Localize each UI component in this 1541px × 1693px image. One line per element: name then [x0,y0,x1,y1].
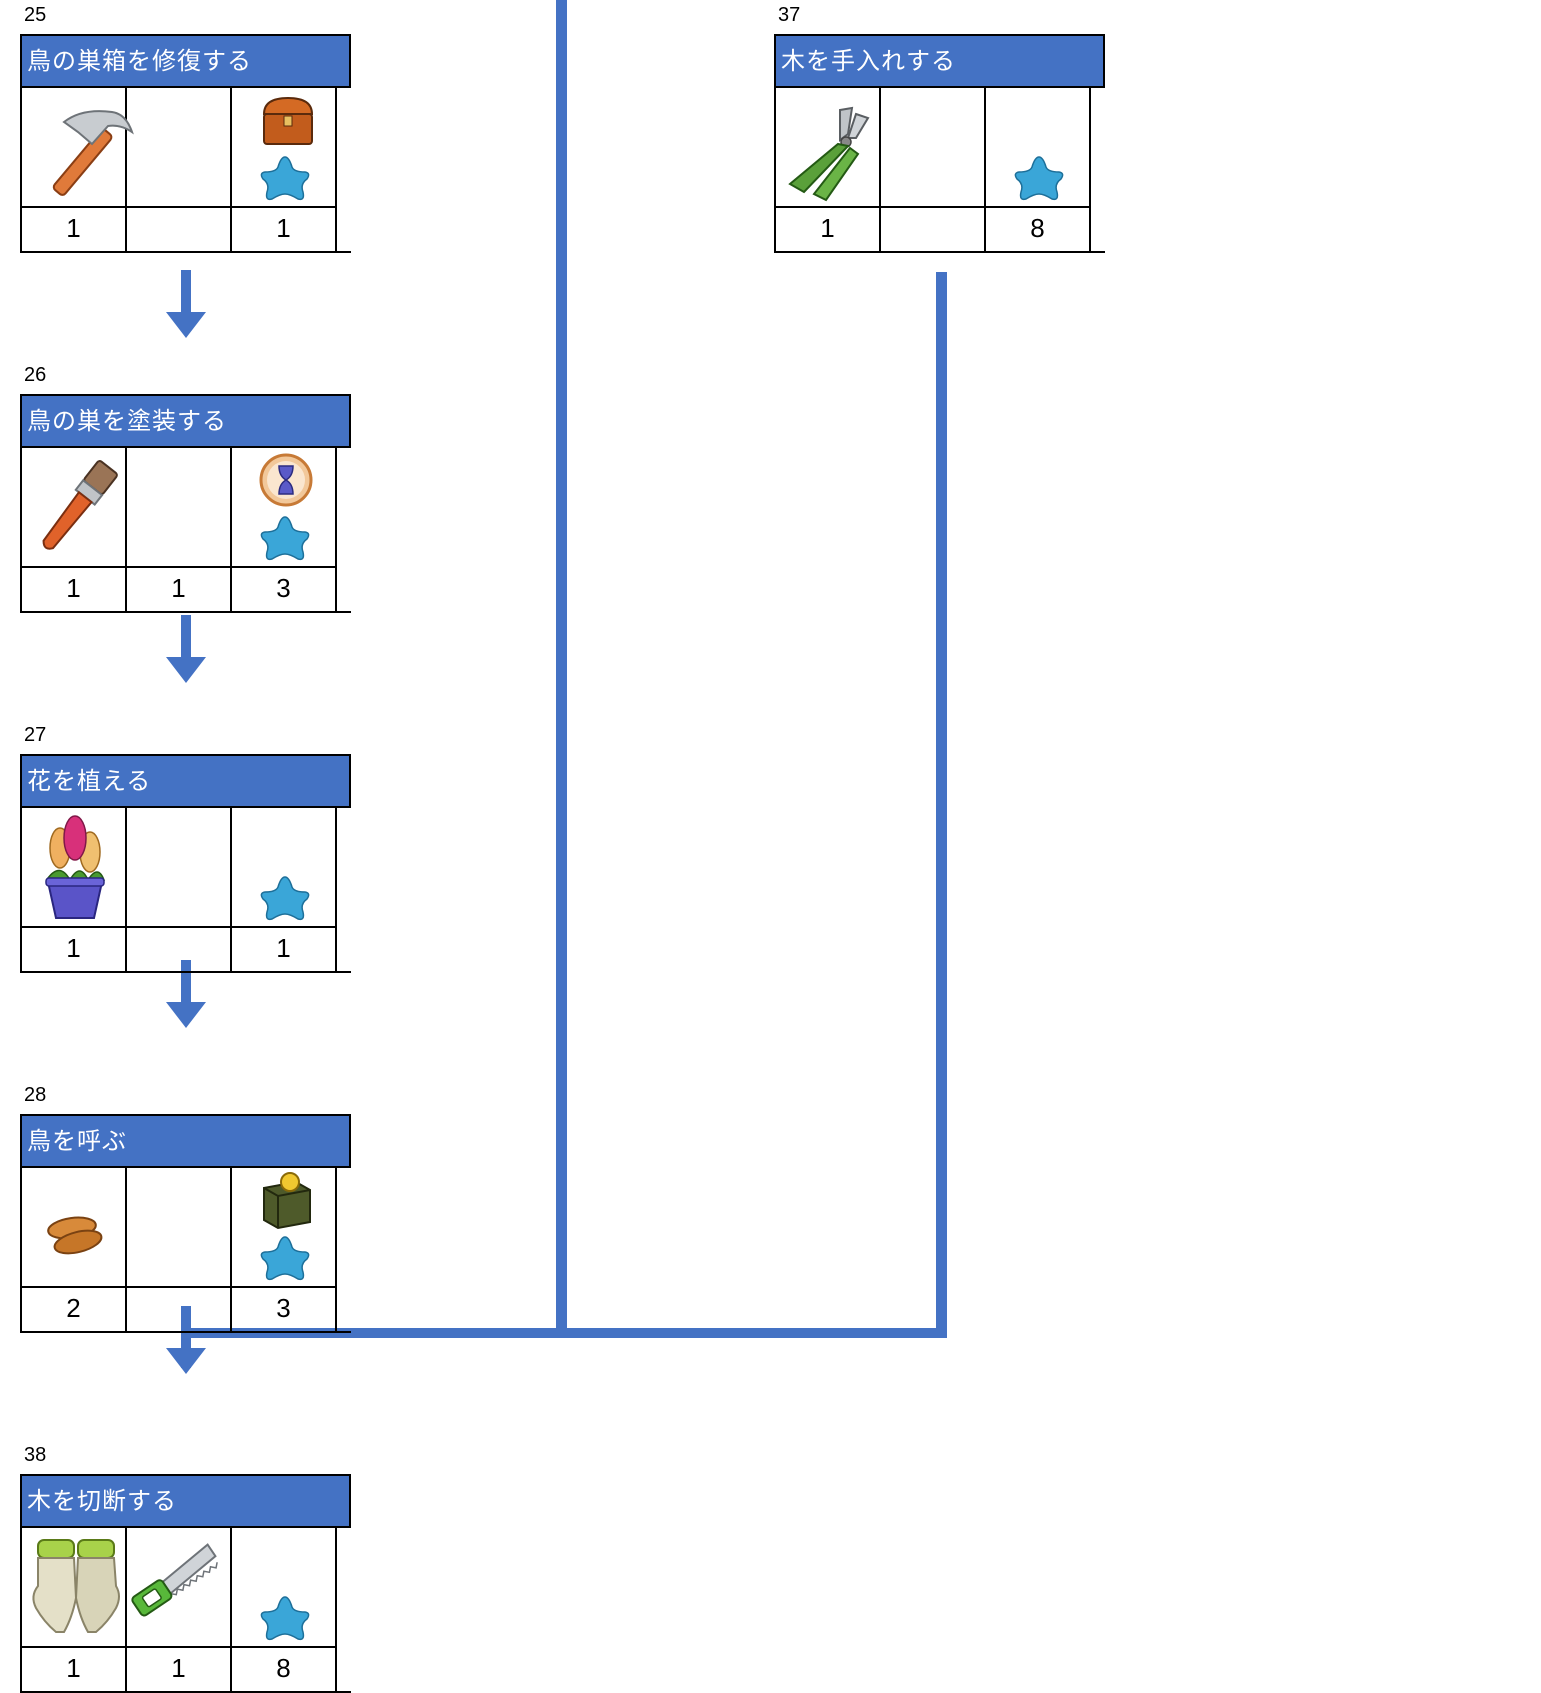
reward-cell [232,448,337,568]
tool-cell [776,88,881,208]
task-title: 花を植える [20,754,351,808]
arrow-26-27 [181,615,191,659]
tool-count: 1 [776,208,881,251]
blue-star-icon [260,156,310,201]
task-number: 26 [24,364,47,386]
task-title: 木を切断する [20,1474,351,1528]
tool-count: 1 [22,928,127,971]
empty-cell [881,88,986,208]
flower-pot-icon [45,815,106,919]
empty-cell [127,448,232,568]
tool-cell [22,88,134,208]
arrowhead-26-27 [166,657,206,683]
item-count [127,928,232,971]
reward-count: 3 [232,1288,337,1331]
task-title: 鳥の巣を塗装する [20,394,351,448]
task-number: 27 [24,724,47,746]
blue-star-icon [260,1596,310,1641]
gloves-icon [32,1539,120,1633]
chest-icon [262,96,314,145]
item-count [127,1288,232,1331]
money-box-icon [263,1172,311,1230]
tool-cell [22,808,127,928]
blue-star-icon [1014,156,1064,201]
task-card-25: 25 鳥の巣箱を修復する 1 1 [20,4,351,253]
reward-cell [986,88,1091,208]
task-number: 28 [24,1084,47,1106]
item-count: 1 [127,1648,232,1691]
arrow-27-28 [181,960,191,1004]
pruning-shears-icon [788,106,870,202]
connector-horizontal [181,1328,947,1338]
empty-cell [127,1168,232,1288]
task-title: 木を手入れする [774,34,1105,88]
reward-cell [232,1168,337,1288]
reward-count: 3 [232,568,337,611]
item-count [127,208,232,251]
task-number: 25 [24,4,47,26]
arrowhead-27-28 [166,1002,206,1028]
item-count [881,208,986,251]
seeds-icon [47,1216,103,1255]
arrow-25-26 [181,270,191,314]
connector-vertical-left [556,0,567,1337]
blue-star-icon [260,1236,310,1281]
reward-cell [232,808,337,928]
paintbrush-icon [42,460,118,550]
reward-count: 1 [232,208,337,251]
arrowhead-25-26 [166,312,206,338]
tool-cell [22,448,127,568]
task-card-26: 26 鳥の巣を塗装する 1 1 3 [20,364,351,613]
task-card-27: 27 花を植える 1 1 [20,724,351,973]
connector-vertical-37 [936,272,947,1337]
task-card-37: 37 木を手入れする 1 8 [774,4,1105,253]
saw-icon [131,1543,218,1617]
tool-count: 1 [22,1648,127,1691]
hammer-icon [52,110,134,196]
reward-cell [232,1528,337,1648]
task-card-28: 28 鳥を呼ぶ 2 3 [20,1084,351,1333]
tool-cell [22,1168,127,1288]
hourglass-icon [259,453,313,507]
blue-star-icon [260,876,310,921]
task-number: 37 [778,4,801,26]
tool-cell [127,1528,232,1648]
task-card-38: 38 木を切断する 1 [20,1444,351,1693]
reward-count: 1 [232,928,337,971]
tool-cell [22,1528,127,1648]
tool-count: 1 [22,208,127,251]
reward-count: 8 [986,208,1091,251]
task-title: 鳥の巣箱を修復する [20,34,351,88]
task-title: 鳥を呼ぶ [20,1114,351,1168]
reward-count: 8 [232,1648,337,1691]
tool-count: 1 [22,568,127,611]
tool-count: 2 [22,1288,127,1331]
arrowhead-28-38 [166,1348,206,1374]
reward-cell [232,88,337,208]
task-number: 38 [24,1444,47,1466]
empty-cell [127,88,232,208]
item-count: 1 [127,568,232,611]
blue-star-icon [260,516,310,561]
empty-cell [127,808,232,928]
